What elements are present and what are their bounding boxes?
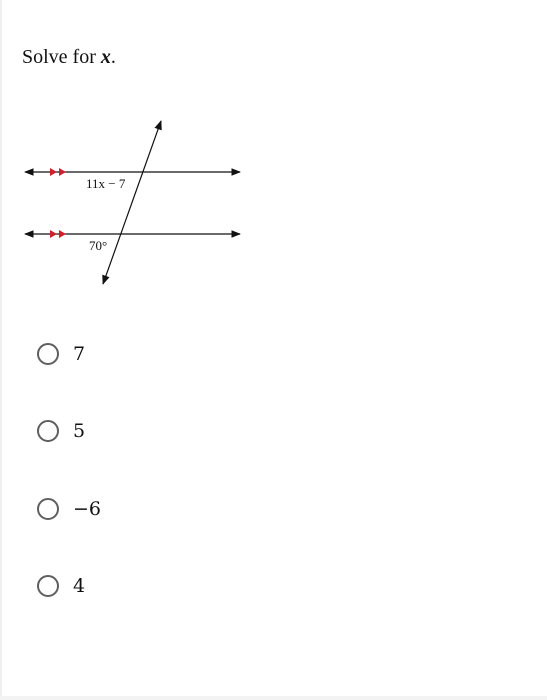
bottom-angle-label: 70°: [89, 238, 107, 253]
question-variable: x: [100, 46, 111, 68]
choice-label: 7: [73, 343, 86, 365]
page-edge: [0, 0, 2, 700]
choice-label: −6: [73, 498, 102, 520]
question-suffix: .: [110, 46, 116, 68]
parallel-lines-figure: 11x − 7 70°: [24, 120, 241, 285]
choice-option-1[interactable]: 7: [37, 340, 237, 368]
parallel-marks-top: [50, 168, 66, 176]
question-prompt: Solve for x.: [22, 44, 116, 70]
transversal-line: [102, 120, 162, 285]
choice-option-2[interactable]: 5: [37, 417, 237, 445]
radio-button-icon[interactable]: [37, 575, 59, 597]
page-bottom-edge: [0, 696, 547, 700]
top-angle-label: 11x − 7: [86, 176, 126, 191]
radio-button-icon[interactable]: [37, 343, 59, 365]
choice-option-4[interactable]: 4: [37, 572, 237, 600]
radio-button-icon[interactable]: [37, 420, 59, 442]
parallel-marks-bottom: [50, 230, 66, 238]
choice-label: 5: [73, 420, 86, 442]
question-prefix: Solve for: [22, 46, 101, 68]
choice-option-3[interactable]: −6: [37, 495, 237, 523]
choice-label: 4: [73, 575, 86, 597]
radio-button-icon[interactable]: [37, 498, 59, 520]
